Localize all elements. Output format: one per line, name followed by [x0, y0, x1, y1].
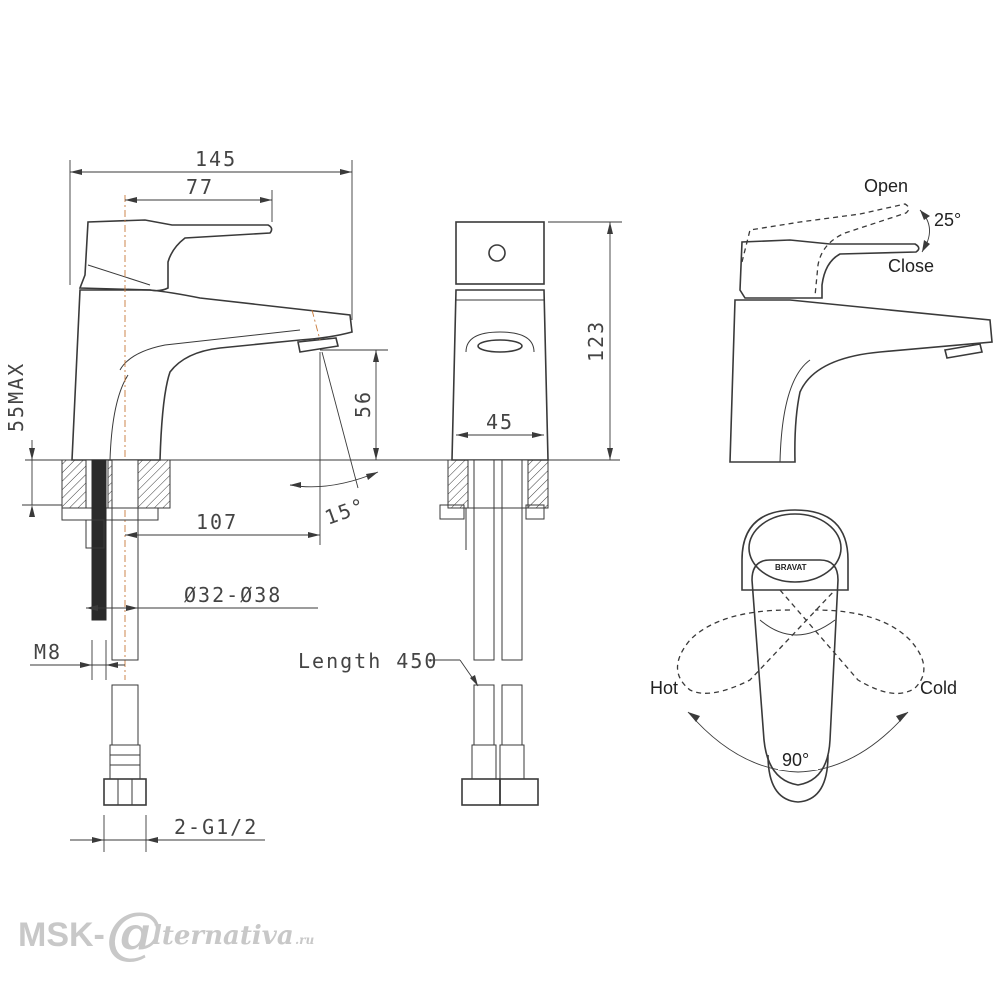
dim-56-label: 56	[351, 390, 375, 418]
dim-connection-label: 2-G1/2	[174, 815, 258, 839]
front-hose-nut-left	[461, 778, 501, 806]
swing-path-hot	[677, 589, 836, 694]
dim-107-label: 107	[196, 510, 238, 534]
spout-axis	[311, 309, 321, 341]
threaded-rod	[91, 459, 107, 621]
label-open: Open	[864, 176, 908, 196]
lift-lever-open	[741, 203, 910, 297]
lever-lift-view: Open Close 25°	[729, 176, 993, 463]
label-lift-angle: 25°	[934, 210, 961, 230]
watermark-domain: .ru	[295, 933, 315, 947]
front-lever-cap	[488, 244, 506, 262]
side-aerator	[297, 337, 339, 353]
side-hose-upper	[111, 507, 139, 661]
dim-m8-label: M8	[34, 640, 62, 664]
dim-diameter-label: Ø32-Ø38	[184, 583, 282, 607]
rod-nut	[85, 519, 105, 549]
side-mount-washer	[61, 507, 159, 521]
dim-77-label: 77	[186, 175, 214, 199]
watermark-suffix: lternativa	[152, 921, 294, 951]
dim-15-label: 15°	[322, 493, 370, 530]
lift-body	[729, 299, 993, 463]
top-lever-body	[751, 559, 839, 786]
swing-angle-arc	[687, 711, 909, 773]
front-aerator	[477, 339, 523, 353]
lift-aerator	[944, 343, 983, 359]
label-close: Close	[888, 256, 934, 276]
front-hose-right	[501, 459, 523, 661]
watermark-prefix: MSK-	[18, 916, 105, 954]
dim-length-label: Length 450	[298, 649, 438, 673]
top-lever-cap	[748, 513, 842, 583]
side-view: 145 77 55MAX 56 15° 107	[4, 147, 445, 852]
dim-123-label: 123	[584, 320, 608, 362]
front-hose-left	[473, 459, 495, 661]
watermark: MSK- @ lternativa .ru	[18, 900, 315, 966]
dim-15-incline	[321, 351, 359, 489]
swing-path-cold	[779, 589, 925, 694]
front-view: 123 45 Length 450	[298, 221, 622, 806]
label-hot: Hot	[650, 678, 678, 698]
brand-logo: BRAVAT	[775, 563, 807, 572]
dim-55max-label: 55MAX	[4, 362, 28, 432]
dim-145-label: 145	[195, 147, 237, 171]
lift-lever-closed	[739, 239, 920, 299]
side-spout-inner	[119, 329, 301, 371]
side-hose-ferrule	[109, 744, 141, 780]
top-view: BRAVAT 90° Hot Cold	[650, 509, 957, 803]
side-hose-nut	[103, 778, 147, 806]
label-swing-angle: 90°	[782, 750, 809, 770]
top-spout-tip	[767, 754, 829, 803]
label-cold: Cold	[920, 678, 957, 698]
dim-15-arc	[289, 471, 379, 488]
side-lever	[78, 219, 273, 292]
front-lever	[455, 221, 545, 285]
side-lever-edge	[87, 264, 151, 286]
side-body-outline	[71, 289, 353, 461]
front-hose-nut-right	[499, 778, 539, 806]
front-mount-clip	[439, 504, 465, 520]
front-spout-arc	[465, 331, 535, 353]
watermark-at: @	[106, 900, 162, 966]
top-base	[741, 509, 849, 591]
dim-45-label: 45	[486, 410, 514, 434]
side-hose-lower	[111, 684, 139, 746]
side-spout-front	[109, 374, 129, 461]
